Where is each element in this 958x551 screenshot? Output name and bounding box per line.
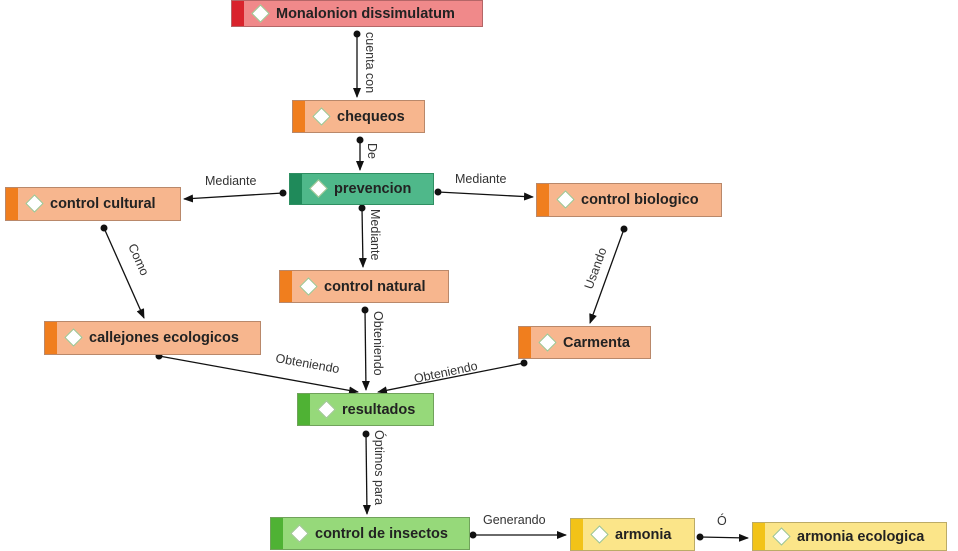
edge-obteniendo-right[interactable]: Obteniendo [377,359,528,395]
diamond-icon [25,194,44,213]
node-label: control biologico [581,192,699,208]
node-label: callejones ecologicos [89,330,239,346]
node-callejones-ecologicos[interactable]: callejones ecologicos [44,321,261,355]
node-armonia[interactable]: armonia [570,518,695,551]
node-chequeos[interactable]: chequeos [292,100,425,133]
node-control-natural[interactable]: control natural [279,270,449,303]
node-label: armonia [615,526,672,543]
edge-label-como: Como [125,242,151,278]
node-label: chequeos [337,108,405,125]
edge-optimos-para[interactable]: Óptimos para [362,430,388,515]
node-label: resultados [342,401,416,418]
edge-label-de: De [365,143,379,159]
edge-label-o: Ó [717,513,727,528]
edge-generando[interactable]: Generando [469,513,567,539]
edge-mediante-down[interactable]: Mediante [358,204,383,268]
diamond-icon [309,179,328,198]
diamond-icon [64,328,83,347]
edge-mediante-left[interactable]: Mediante [183,174,287,203]
edge-mediante-right[interactable]: Mediante [434,172,534,201]
node-label: Monalonion dissimulatum [276,5,455,22]
diamond-icon [772,526,791,546]
diamond-icon [590,524,609,544]
edge-obteniendo-mid[interactable]: Obteniendo [361,306,386,391]
node-control-de-insectos[interactable]: control de insectos [270,517,470,550]
diamond-icon [538,332,557,352]
edge-usando[interactable]: Usando [582,225,628,324]
diamond-icon [317,399,336,419]
edge-cuenta-con[interactable]: cuenta con [353,30,378,98]
edge-de[interactable]: De [356,136,380,171]
edge-label-obteniendo-left: Obteniendo [274,351,340,376]
edge-label-obteniendo-mid: Obteniendo [371,311,385,376]
edge-label-generando: Generando [483,513,546,527]
node-label: control natural [324,278,426,295]
edge-label-obteniendo-right: Obteniendo [413,359,479,386]
node-monalonion-dissimulatum[interactable]: Monalonion dissimulatum [231,0,483,27]
diamond-icon [556,190,575,209]
node-carmenta[interactable]: Carmenta [518,326,651,359]
edge-label-mediante-right: Mediante [455,172,506,186]
node-prevencion[interactable]: prevencion [289,173,434,205]
node-resultados[interactable]: resultados [297,393,434,426]
node-label: control de insectos [315,525,448,542]
node-control-cultural[interactable]: control cultural [5,187,181,221]
edge-label-mediante-left: Mediante [205,174,256,188]
diamond-icon [312,106,331,126]
node-label: prevencion [334,181,412,197]
diamond-icon [251,3,270,23]
node-control-biologico[interactable]: control biologico [536,183,722,217]
edge-label-cuenta-con: cuenta con [363,32,377,93]
edge-como[interactable]: Como [100,224,152,319]
node-armonia-ecologica[interactable]: armonia ecologica [752,522,947,551]
edge-label-mediante-down: Mediante [368,209,382,260]
diamond-icon [299,276,318,296]
edge-o[interactable]: Ó [696,513,749,542]
edge-label-optimos-para: Óptimos para [372,430,387,505]
node-label: Carmenta [563,334,630,351]
diamond-icon [290,523,309,543]
node-label: armonia ecologica [797,528,925,545]
edge-label-usando: Usando [582,246,610,291]
node-label: control cultural [50,196,156,212]
edge-obteniendo-left[interactable]: Obteniendo [155,351,359,395]
